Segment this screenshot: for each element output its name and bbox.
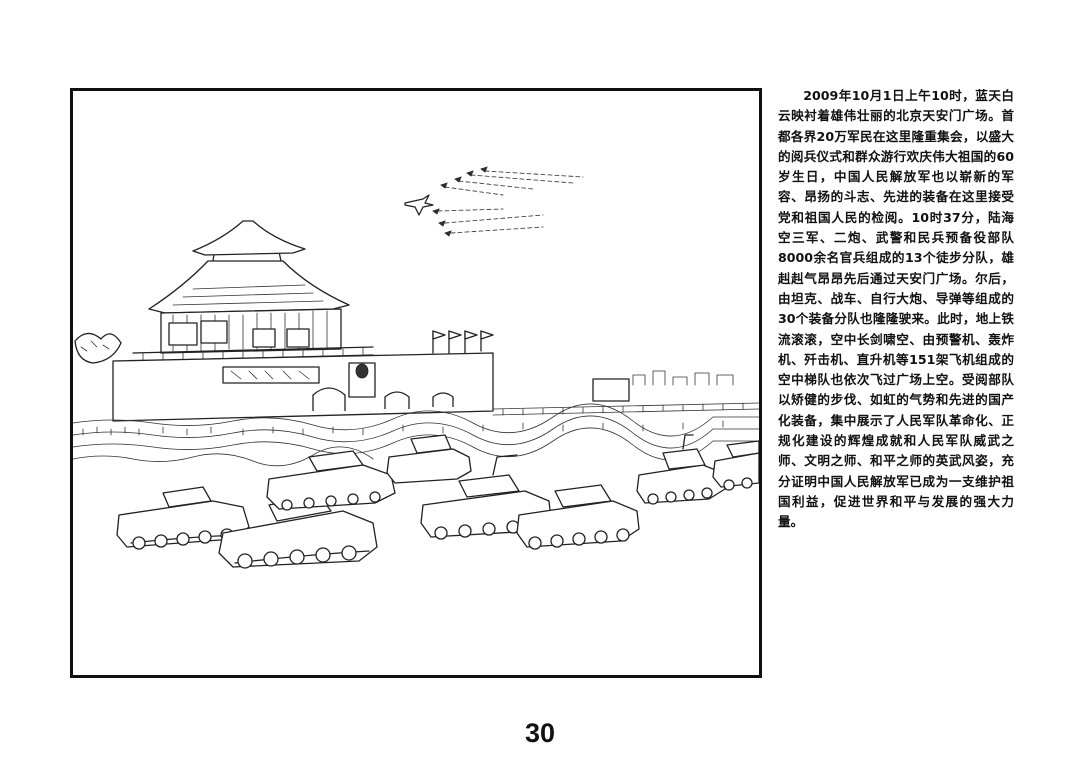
vehicle-3 [266, 450, 396, 511]
vehicle-6 [636, 434, 726, 505]
armored-vehicles [116, 434, 759, 569]
illustration-frame [70, 88, 762, 678]
page-number: 30 [524, 718, 556, 748]
caption-text: 2009年10月1日上午10时，蓝天白云映衬着雄伟壮丽的北京天安门广场。首都各界… [778, 88, 1014, 530]
vehicle-1 [116, 486, 250, 550]
vehicle-5 [516, 484, 640, 550]
vehicle-8 [386, 434, 472, 484]
crowd [73, 403, 759, 467]
vehicle-7 [712, 440, 759, 491]
parade-sketch-illustration [73, 166, 759, 569]
aircraft-formation [404, 166, 584, 237]
tiananmen-gate [74, 220, 494, 422]
distant-skyline [492, 370, 759, 416]
